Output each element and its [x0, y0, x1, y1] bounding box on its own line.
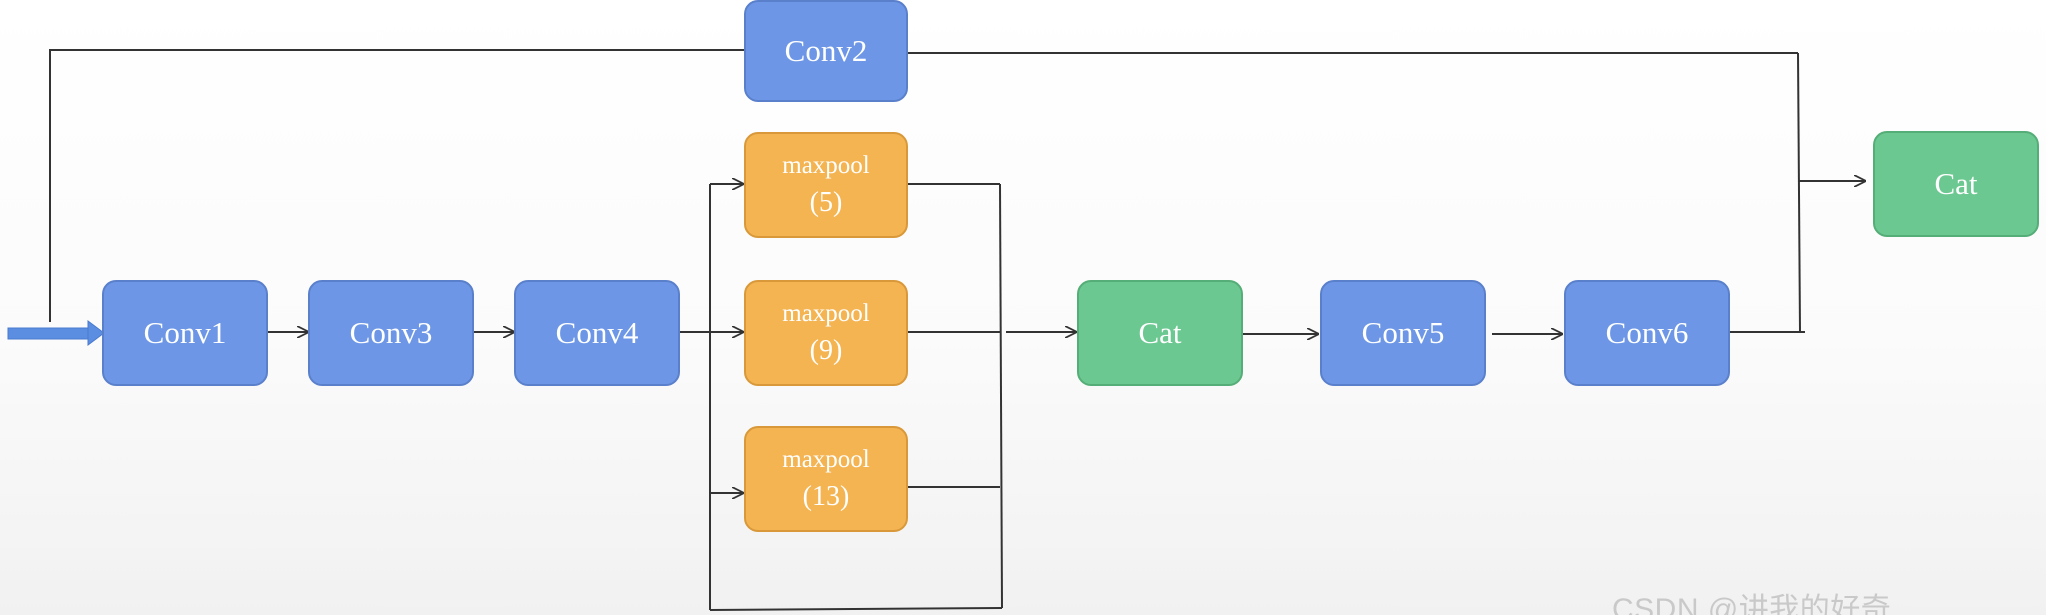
- conv3-label: Conv3: [349, 314, 433, 350]
- skip-line-to-conv2: [49, 49, 744, 322]
- cat-out-block: Cat: [1873, 131, 2039, 237]
- watermark-text: CSDN @讲我的好奇: [1612, 593, 1892, 615]
- cat-out-label: Cat: [1934, 165, 1978, 201]
- cat-mid-block: Cat: [1077, 280, 1243, 386]
- conv6-block: Conv6: [1564, 280, 1730, 386]
- merge-vertical: [999, 183, 1003, 609]
- conv4-block: Conv4: [514, 280, 680, 386]
- conv1-block: Conv1: [102, 280, 268, 386]
- cat-mid-label: Cat: [1138, 314, 1182, 350]
- maxpool9-kernel: (9): [809, 335, 843, 367]
- conv3-block: Conv3: [308, 280, 474, 386]
- maxpool9-label: maxpool: [782, 299, 870, 327]
- right-rail: [1797, 52, 1801, 333]
- bottom-bypass: [709, 607, 1003, 611]
- conv5-block: Conv5: [1320, 280, 1486, 386]
- conv5-label: Conv5: [1361, 314, 1445, 350]
- maxpool5-label: maxpool: [782, 151, 870, 179]
- maxpool9-block: maxpool (9): [744, 280, 908, 386]
- conv2-block: Conv2: [744, 0, 908, 102]
- maxpool5-block: maxpool (5): [744, 132, 908, 238]
- maxpool13-kernel: (13): [802, 481, 850, 513]
- maxpool13-block: maxpool (13): [744, 426, 908, 532]
- maxpool13-label: maxpool: [782, 445, 870, 473]
- maxpool5-kernel: (5): [809, 187, 843, 219]
- conv1-label: Conv1: [143, 314, 227, 350]
- conv2-label: Conv2: [784, 32, 868, 68]
- conv6-label: Conv6: [1605, 314, 1689, 350]
- input-arrow: [7, 320, 105, 346]
- conv4-label: Conv4: [555, 314, 639, 350]
